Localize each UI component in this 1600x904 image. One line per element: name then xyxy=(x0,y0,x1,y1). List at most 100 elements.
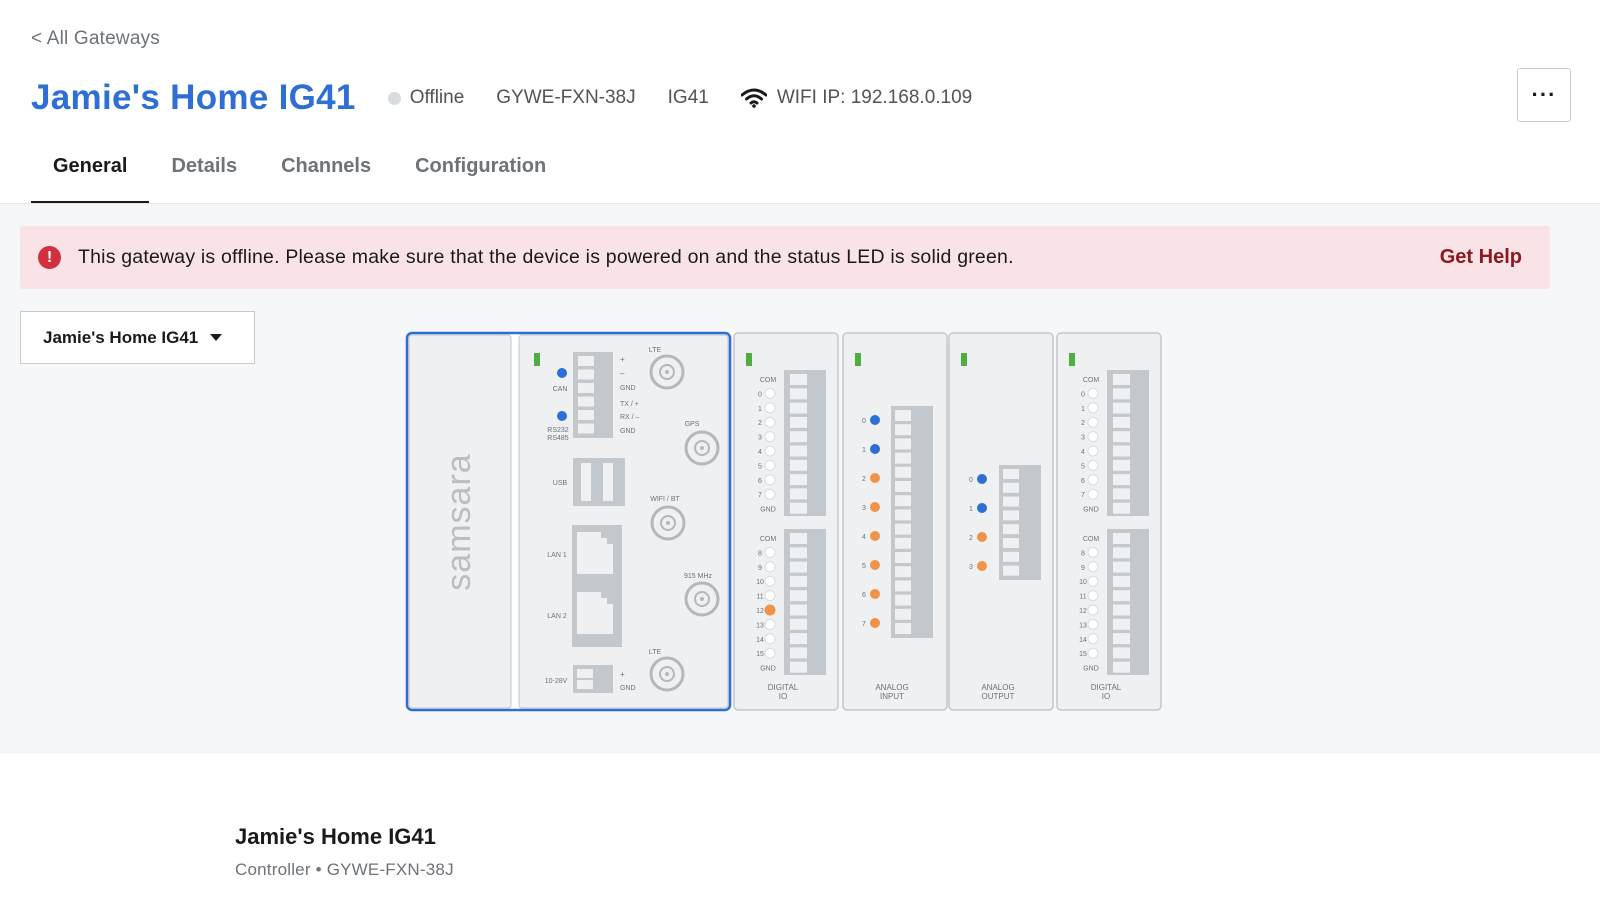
ai-channel-label: 7 xyxy=(862,621,866,628)
device-selector-dropdown[interactable]: Jamie's Home IG41 xyxy=(20,311,255,364)
module-name-line2: IO xyxy=(1102,692,1110,701)
terminal-slot xyxy=(895,495,911,507)
power-slot-1 xyxy=(577,669,593,678)
tab-configuration[interactable]: Configuration xyxy=(415,155,547,177)
dio-channel-label: 9 xyxy=(758,565,762,572)
device-selector-value: Jamie's Home IG41 xyxy=(43,327,199,347)
dio-channel-led xyxy=(1087,488,1099,500)
dio-channel-label: 12 xyxy=(1079,608,1087,615)
ai-channel-label: 1 xyxy=(862,447,866,454)
ai-channel-led xyxy=(870,473,880,483)
status-dot-icon xyxy=(387,91,401,105)
terminal-slot xyxy=(1113,502,1130,514)
alert-exclamation-icon: ! xyxy=(38,246,61,269)
lan2-port xyxy=(577,592,613,634)
all-gateways-link[interactable]: < All Gateways xyxy=(31,28,160,49)
label-gnd-1: GND xyxy=(620,385,636,392)
module-name-line1: ANALOG xyxy=(875,683,908,692)
terminal-slot xyxy=(1113,590,1130,602)
terminal-slot xyxy=(790,416,807,428)
terminal-slot xyxy=(1003,496,1019,507)
tab-bar: General Details Channels Configuration xyxy=(31,145,568,203)
tab-channels[interactable]: Channels xyxy=(281,155,372,177)
terminal-slot xyxy=(895,523,911,535)
terminal-slot xyxy=(895,580,911,592)
terminal-slot xyxy=(895,481,911,492)
caret-down-icon xyxy=(210,334,223,341)
terminal-slot xyxy=(1003,510,1019,521)
dio-channel-led xyxy=(764,387,776,399)
dio-channel-label: 15 xyxy=(756,651,764,658)
gateway-meta: Offline GYWE-FXN-38J IG41 WIFI IP: 192.1… xyxy=(387,87,1005,109)
ao-channel-led xyxy=(977,561,987,571)
dio-channel-led xyxy=(1087,387,1099,399)
power-slot-2 xyxy=(577,680,593,689)
label-lan2: LAN 2 xyxy=(547,613,567,620)
dio-channel-led xyxy=(764,474,776,486)
terminal-slot xyxy=(1113,647,1130,659)
terminal-slot xyxy=(1113,604,1130,616)
wifi-icon xyxy=(740,88,767,108)
terminal-slot xyxy=(790,474,807,486)
brand-panel xyxy=(408,334,512,709)
dio-channel-led xyxy=(1087,633,1099,645)
tab-general[interactable]: General xyxy=(31,145,150,203)
label-power: 10-28V xyxy=(545,678,568,685)
terminal-slot xyxy=(895,424,911,436)
serial-slot xyxy=(578,356,594,366)
terminal-slot xyxy=(1113,533,1130,544)
serial-number: GYWE-FXN-38J xyxy=(496,87,636,108)
status-led-main xyxy=(534,353,540,366)
label-minus: – xyxy=(620,369,625,378)
label-rs485: RS485 xyxy=(547,435,569,442)
dio-channel-label: 3 xyxy=(1081,435,1085,442)
terminal-slot xyxy=(790,445,807,457)
ai-channel-led xyxy=(870,589,880,599)
terminal-slot xyxy=(895,466,911,478)
dio-channel-led xyxy=(764,604,776,616)
dio-channel-label: GND xyxy=(760,666,776,673)
wifi-ip-text: WIFI IP: 192.168.0.109 xyxy=(776,87,973,108)
dio-channel-led xyxy=(1087,416,1099,428)
ai-channel-label: 4 xyxy=(862,534,866,541)
terminal-slot xyxy=(790,431,807,443)
terminal-slot xyxy=(1003,482,1019,493)
module-name-line2: INPUT xyxy=(880,692,904,701)
ai-channel-label: 6 xyxy=(862,592,866,599)
dio-channel-label: 15 xyxy=(1079,651,1087,658)
label-lte-top: LTE xyxy=(649,347,662,354)
get-help-link[interactable]: Get Help xyxy=(1439,246,1522,268)
ao-channel-label: 0 xyxy=(969,477,973,484)
dio-channel-label: 4 xyxy=(758,449,762,456)
brand-logo: samsara xyxy=(440,453,478,590)
dio-channel-label: COM xyxy=(1083,536,1100,543)
terminal-slot xyxy=(1113,575,1130,587)
label-plus: + xyxy=(620,355,625,364)
dio-channel-led xyxy=(764,618,776,630)
ai-channel-led xyxy=(870,444,880,454)
ai-channel-led xyxy=(870,618,880,628)
terminal-slot xyxy=(790,590,807,602)
dio-channel-label: 7 xyxy=(1081,492,1085,499)
more-options-button[interactable]: ··· xyxy=(1517,68,1571,122)
label-can: CAN xyxy=(553,386,568,393)
antenna-ring xyxy=(660,515,676,531)
terminal-slot xyxy=(790,459,807,471)
ai-channel-label: 3 xyxy=(862,505,866,512)
usb-slot-1 xyxy=(581,463,591,501)
dio-channel-led xyxy=(1087,402,1099,414)
dio-channel-label: 14 xyxy=(756,637,764,644)
module-status-led xyxy=(746,353,752,366)
rs-led xyxy=(557,411,567,421)
usb-port xyxy=(573,458,625,506)
terminal-slot xyxy=(790,402,807,414)
usb-slot-2 xyxy=(603,463,613,501)
terminal-slot xyxy=(1113,618,1130,630)
dio-channel-label: 14 xyxy=(1079,637,1087,644)
tab-details[interactable]: Details xyxy=(171,155,238,177)
serial-slot xyxy=(578,423,594,434)
dio-channel-label: 8 xyxy=(1081,550,1085,557)
ai-channel-led xyxy=(870,415,880,425)
tab-divider xyxy=(0,203,1600,204)
dio-channel-label: 11 xyxy=(1079,594,1086,601)
